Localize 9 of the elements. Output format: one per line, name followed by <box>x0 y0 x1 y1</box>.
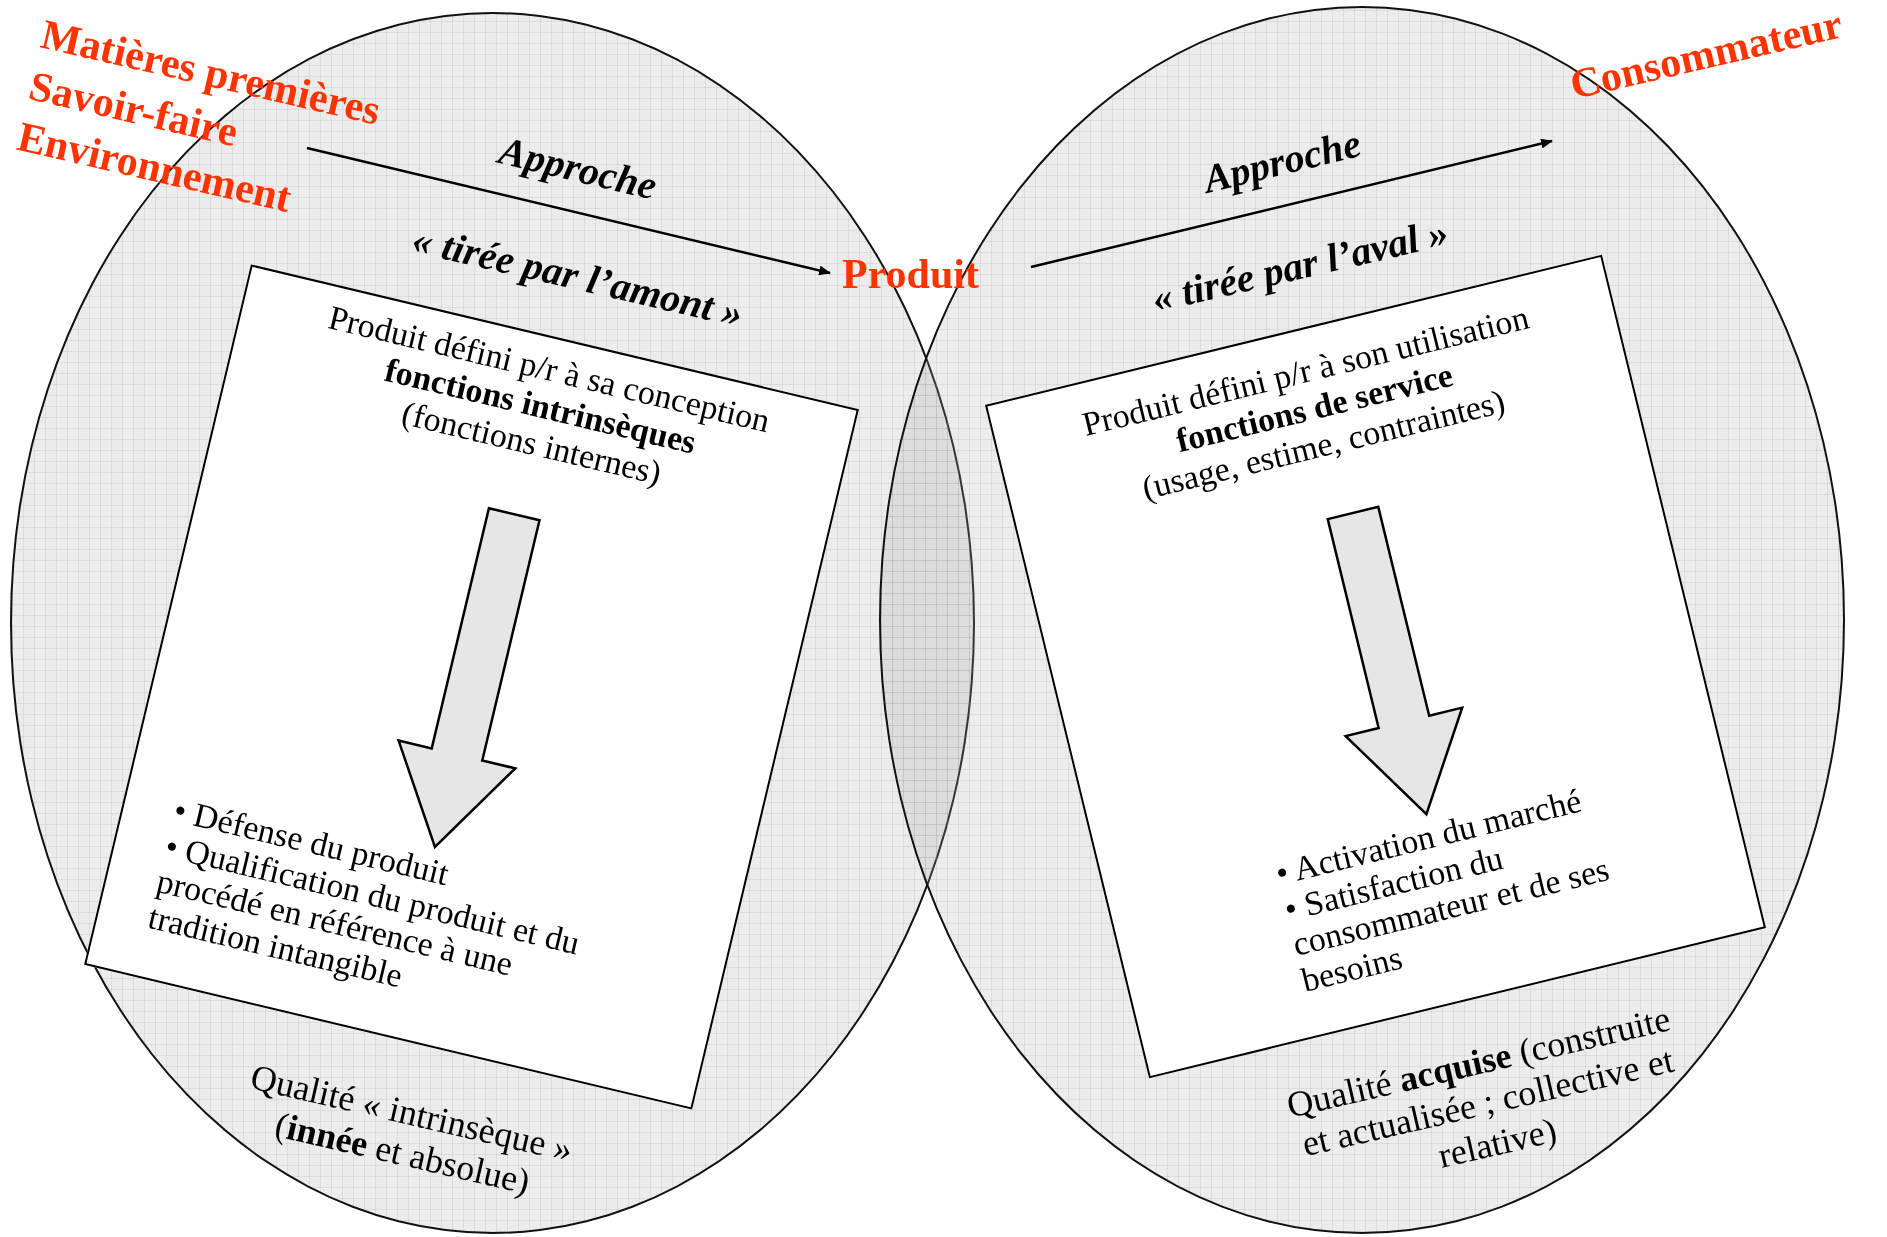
block-arrow <box>1325 504 1464 816</box>
block-arrow <box>396 506 541 850</box>
arrow <box>1030 138 1553 269</box>
approach-label: « tirée par l’aval » <box>1147 208 1453 321</box>
quality-text: Qualité acquise (construite et actualisée ; collective et relative) <box>1282 997 1679 1178</box>
arrow <box>306 146 831 276</box>
edge-label: Approche <box>494 126 662 210</box>
edge-label: Approche <box>1198 119 1366 203</box>
quality-text: Qualité « intrinsèque » (innée et absolue) <box>246 1055 578 1205</box>
